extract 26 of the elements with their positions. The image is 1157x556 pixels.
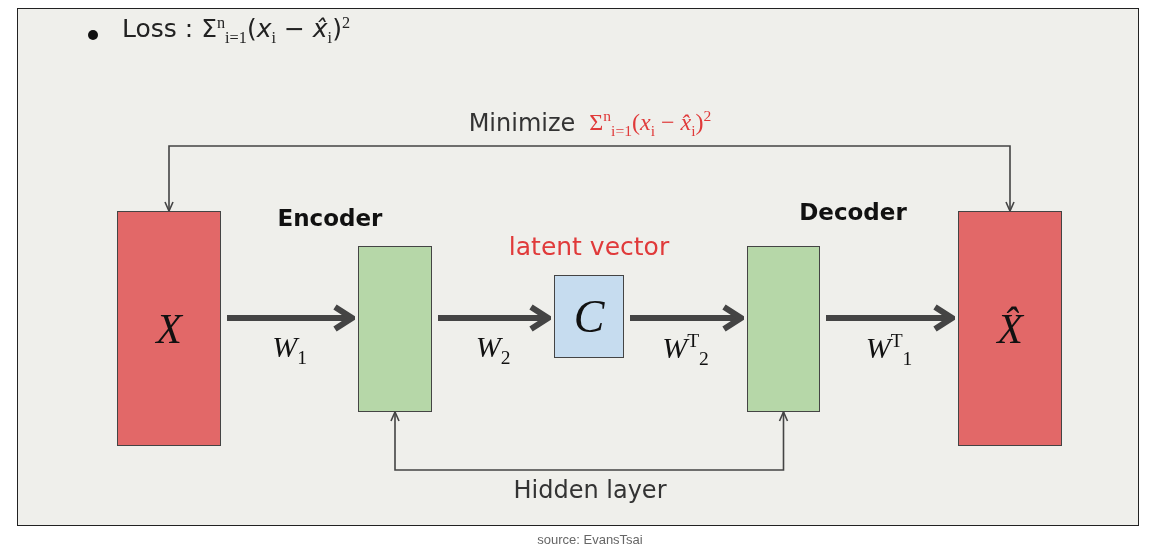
input-symbol: X	[156, 304, 182, 353]
section-heading: latent vector	[508, 232, 670, 261]
arrow	[826, 304, 955, 332]
connector-arrow	[589, 411, 789, 471]
arrow	[227, 304, 355, 332]
minimize-label: Minimize	[468, 109, 576, 137]
connector-arrow	[589, 145, 1015, 212]
latent-symbol: C	[573, 290, 605, 343]
weight-label: W$_{2}$	[475, 330, 511, 369]
weight-label: W$_{1}$	[272, 330, 307, 369]
arrow	[630, 304, 744, 332]
encoder-layer-box	[358, 246, 432, 412]
arrow	[438, 304, 551, 332]
connector-arrow	[390, 411, 591, 471]
section-heading: Decoder	[799, 199, 907, 225]
hidden-layer-label: Hidden layer	[480, 470, 700, 510]
connector-arrow	[164, 145, 591, 212]
input-layer-box	[117, 211, 221, 446]
loss-formula-text: Loss : Σ$^{n}$$_{i=1}$(x$_{i}$ − x̂$_{i}$)$^{2}$	[122, 14, 350, 49]
loss-formula: Σ$^{n}$$_{i=1}$(x$_{i}$ − x̂$_{i}$)$^{2}$	[589, 106, 712, 140]
section-heading: Encoder	[277, 205, 383, 231]
source-caption: source: EvansTsai	[537, 532, 643, 547]
latent-vector-box	[554, 275, 624, 358]
output-symbol: X̂	[997, 304, 1023, 353]
decoder-layer-box	[747, 246, 820, 412]
output-layer-box	[958, 211, 1062, 446]
